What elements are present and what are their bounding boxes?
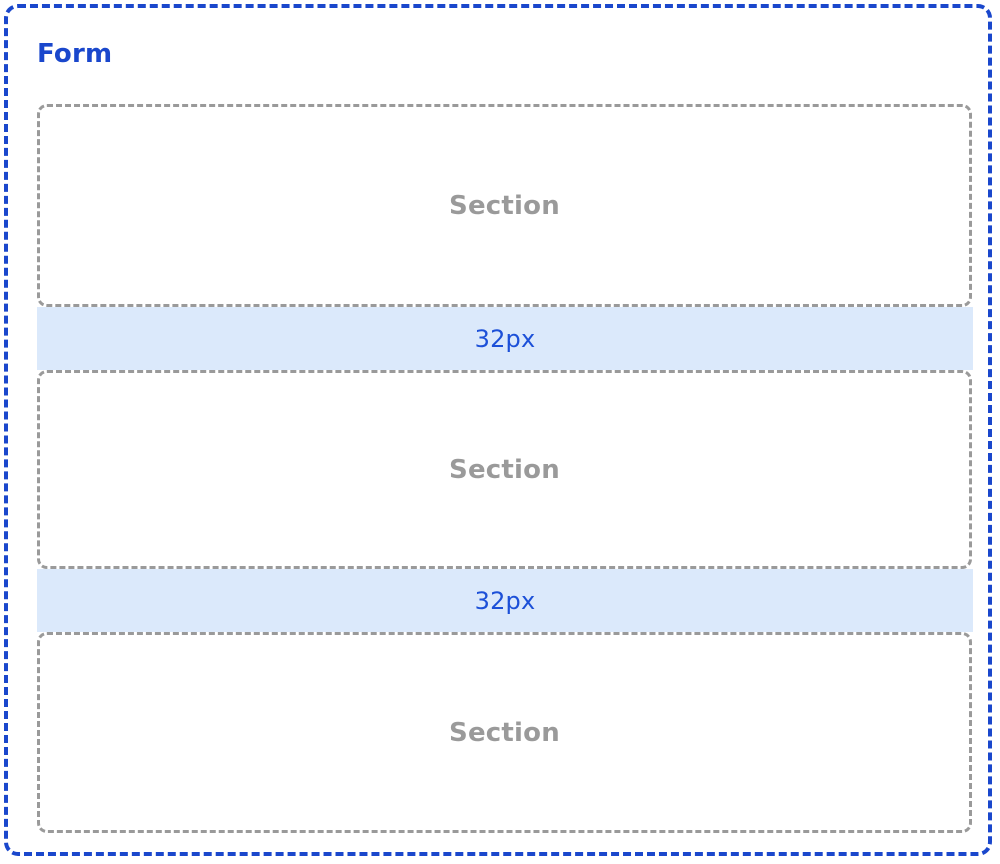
section-box-2[interactable]: Section	[37, 370, 972, 569]
spacer-band-2: 32px	[37, 569, 973, 632]
form-container: Form Section 32px Section 32px Section	[4, 4, 992, 856]
section-label: Section	[449, 454, 560, 485]
sections-stack: Section 32px Section 32px Section	[37, 104, 973, 833]
spacer-size-label: 32px	[474, 586, 536, 615]
form-title: Form	[37, 39, 113, 69]
section-label: Section	[449, 717, 560, 748]
spacer-size-label: 32px	[474, 324, 536, 353]
section-box-3[interactable]: Section	[37, 632, 972, 833]
section-label: Section	[449, 190, 560, 221]
spacer-band-1: 32px	[37, 307, 973, 370]
section-box-1[interactable]: Section	[37, 104, 972, 307]
